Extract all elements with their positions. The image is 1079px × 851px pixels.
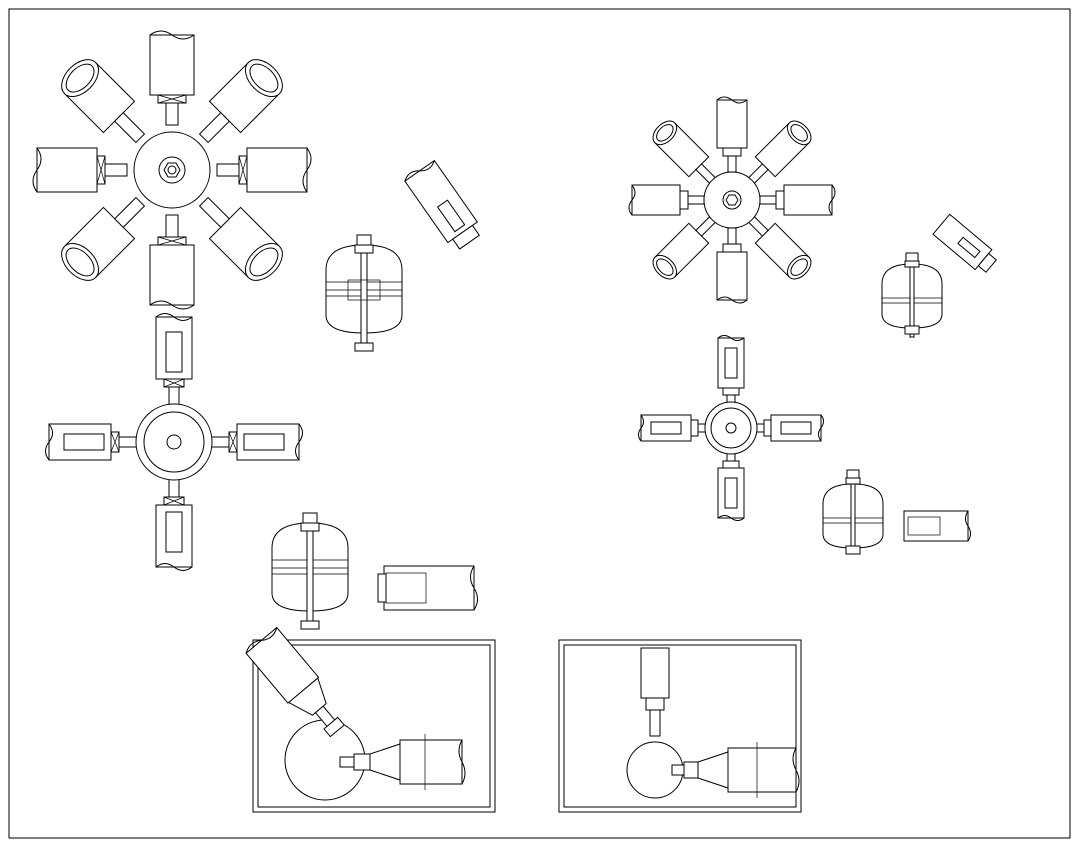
- four-way-hub-top-view: [45, 313, 303, 571]
- six-way-hub-top-view-small: [628, 96, 836, 304]
- ball-joint-detail-vertical: [558, 639, 802, 813]
- six-way-hub-section-view: [325, 159, 481, 352]
- ball-joint-detail-angled: [245, 626, 496, 813]
- six-way-hub-section-view-small: [881, 213, 997, 338]
- four-way-hub-section-view: [271, 512, 478, 630]
- four-way-hub-top-view-small: [638, 335, 824, 521]
- four-way-hub-section-view-small: [822, 469, 971, 555]
- sheet-border: [8, 8, 1071, 839]
- six-way-hub-top-view: [32, 30, 312, 310]
